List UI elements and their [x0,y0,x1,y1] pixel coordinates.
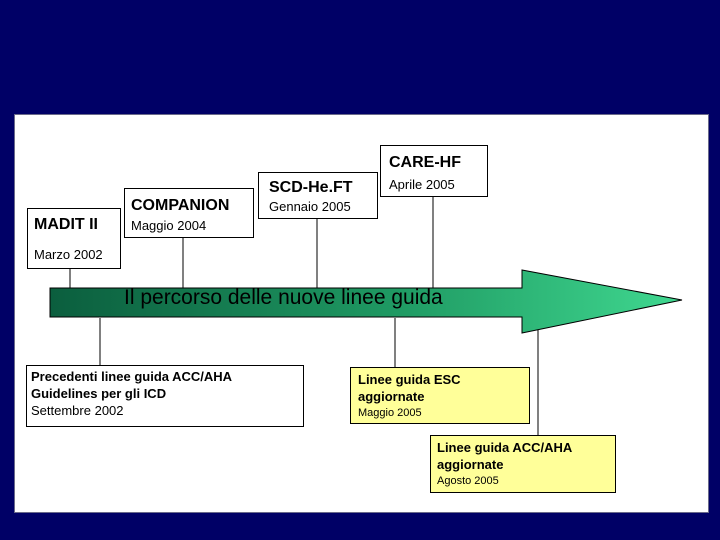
trial-date: Marzo 2002 [34,247,103,262]
guideline-line2: aggiornate [358,389,425,404]
trial-care-hf: CARE-HF Aprile 2005 [380,145,488,197]
guideline-acc-aha-updated: Linee guida ACC/AHA aggiornate Agosto 20… [430,435,616,493]
guideline-line1: Precedenti linee guida ACC/AHA [31,369,233,384]
guideline-line1: Linee guida ACC/AHA [437,440,573,455]
guideline-line1: Linee guida ESC [358,372,461,387]
trial-scd-heft: SCD-He.FT Gennaio 2005 [258,172,378,219]
trial-madit: MADIT II Marzo 2002 [27,208,121,269]
trial-date: Aprile 2005 [389,177,455,192]
trial-date: Gennaio 2005 [269,199,351,214]
trial-name: SCD-He.FT [269,179,353,196]
trial-date: Maggio 2004 [131,218,207,233]
guideline-line2: Guidelines per gli ICD [31,386,167,401]
trial-name: MADIT II [34,216,98,233]
guideline-date: Agosto 2005 [437,475,499,487]
guideline-line2: aggiornate [437,457,504,472]
trial-name: COMPANION [131,197,230,214]
trial-companion: COMPANION Maggio 2004 [124,188,254,238]
guideline-date: Settembre 2002 [31,403,124,418]
guideline-date: Maggio 2005 [358,407,422,419]
timeline-arrow [49,269,683,334]
arrow-label: Il percorso delle nuove linee guida [124,286,443,309]
guideline-previous-acc-aha: Precedenti linee guida ACC/AHA Guideline… [26,365,304,427]
guideline-esc-updated: Linee guida ESC aggiornate Maggio 2005 [350,367,530,424]
trial-name: CARE-HF [389,154,461,171]
